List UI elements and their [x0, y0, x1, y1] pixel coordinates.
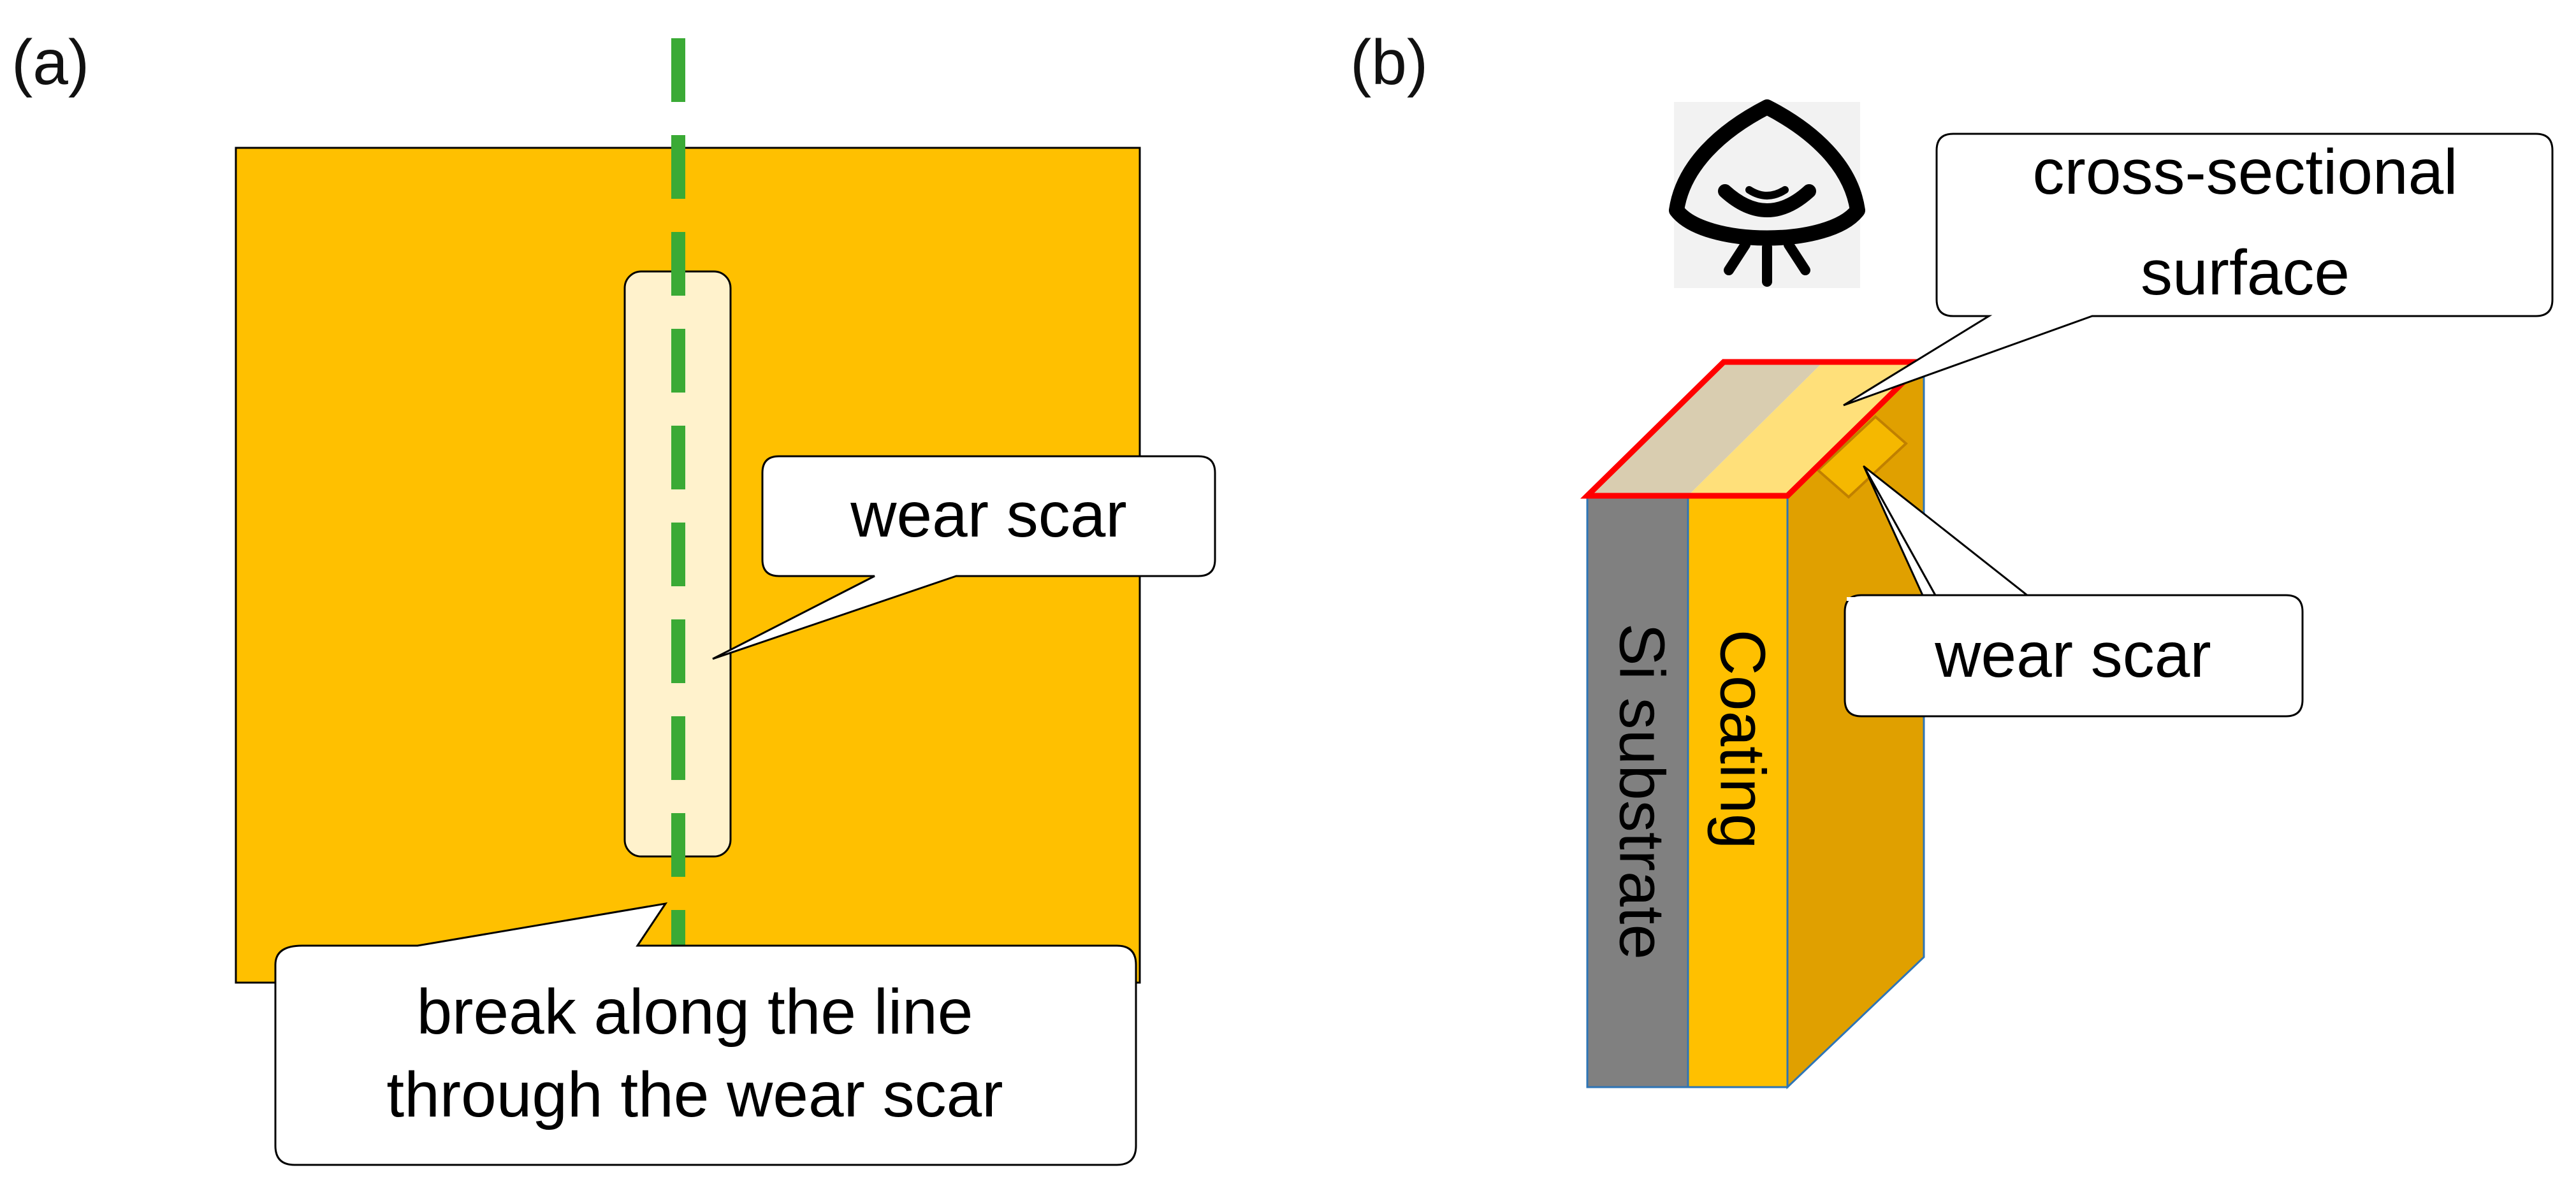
callout-break-bubble — [274, 902, 1137, 1166]
callout-wear-scar-b-pointer — [1863, 465, 2028, 596]
eye-icon-outline — [1669, 99, 1865, 246]
eye-icon-pupil — [1745, 186, 1789, 199]
callout-wear-scar-b-text: wear scar — [1934, 619, 2211, 691]
callout-cross-section-line2: surface — [2141, 237, 2350, 308]
eye-icon-lid — [1718, 184, 1816, 217]
callout-wear-scar-a-bubble — [712, 455, 1216, 660]
cross-section-substrate — [1587, 362, 1823, 496]
sample-block-3d: Si substrate Coating — [1580, 359, 1932, 1090]
panel-b-label: (b) — [1350, 27, 1428, 98]
panel-a-label: (a) — [11, 27, 89, 98]
callout-break-line1: break along the line — [417, 976, 973, 1048]
callout-cross-section: cross-sectional surface — [1843, 133, 2554, 407]
callout-wear-scar-a: wear scar — [712, 455, 1216, 660]
callout-cross-section-bubble — [1843, 133, 2554, 407]
coating-label: Coating — [1707, 630, 1779, 849]
callout-wear-scar-a-text: wear scar — [850, 479, 1126, 551]
callout-cross-section-line1: cross-sectional — [2033, 136, 2458, 208]
eye-icon — [1669, 99, 1865, 288]
panel-a: (a) wear scar break along the line throu… — [11, 27, 1216, 1166]
callout-wear-scar-b-seam — [1847, 597, 2025, 601]
eye-icon-ray-left — [1724, 240, 1750, 275]
eye-icon-ray-right — [1784, 240, 1810, 275]
callout-wear-scar-b-bubble — [1844, 466, 2304, 718]
substrate-label: Si substrate — [1606, 623, 1678, 960]
callout-break-line2: through the wear scar — [386, 1059, 1003, 1130]
side-wear-scar — [1816, 415, 1908, 499]
panel-b: (b) Si substrate Coa — [1350, 27, 2554, 1090]
callout-break: break along the line through the wear sc… — [274, 902, 1137, 1166]
callout-wear-scar-b: wear scar — [1844, 465, 2304, 718]
coating-layer — [1687, 494, 1789, 1088]
substrate-layer — [1586, 494, 1689, 1088]
